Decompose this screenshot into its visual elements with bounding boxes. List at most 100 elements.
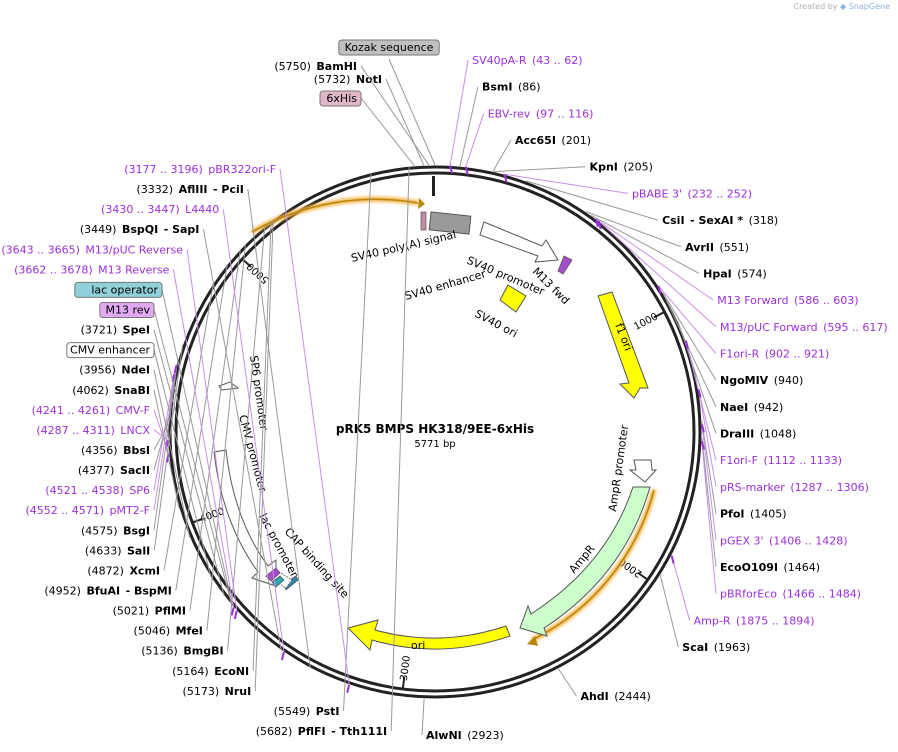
label-text: CMV enhancer <box>70 344 150 357</box>
label-part: (1406 .. 1428) <box>764 534 848 547</box>
map-label-pmt2f: (4552 .. 4571) pMT2-F <box>25 364 178 517</box>
leader-line <box>189 249 241 611</box>
label-part: AvrII <box>685 241 714 254</box>
leader-line <box>153 349 212 578</box>
label-part: (3643 .. 3665) <box>1 243 80 256</box>
label-text: (3956) NdeI <box>79 364 150 377</box>
label-part: SV40pA-R <box>472 54 527 67</box>
label-text: (3721) SpeI <box>81 324 150 337</box>
label-text: (3449) BspQI - SapI <box>80 223 200 236</box>
primer-mark <box>503 173 508 183</box>
tick-mark <box>192 517 204 524</box>
label-text: (4575) BsgI <box>81 524 150 537</box>
label-part: (5173) <box>183 685 220 698</box>
label-part: lac operator <box>91 283 158 296</box>
orf-arc-right-arrowhead <box>527 636 538 646</box>
label-part: (2444) <box>609 690 651 703</box>
leader-line <box>172 269 235 608</box>
label-box <box>338 39 440 56</box>
label-part: (574) <box>732 267 767 280</box>
cap-site-feature <box>283 575 299 591</box>
label-part: (1405) <box>745 508 787 521</box>
leader-line <box>153 329 225 597</box>
label-text: M13/pUC Forward (595 .. 617) <box>720 321 888 334</box>
primer-mark <box>594 218 599 228</box>
label-text: F1ori-R (902 .. 921) <box>720 348 829 361</box>
leader-line <box>222 209 285 653</box>
label-part: (5136) <box>141 645 178 658</box>
leader-line <box>202 229 282 651</box>
backbone-inner <box>174 171 696 693</box>
orf-arc-right-core <box>531 489 655 641</box>
label-part: (4575) <box>81 524 118 537</box>
label-part: 6xHis <box>326 92 357 105</box>
primer-mark <box>700 441 705 450</box>
primer-mark <box>449 165 454 174</box>
leader-line <box>247 189 311 669</box>
label-part: (1875 .. 1894) <box>730 614 814 627</box>
label-part: F1ori-R <box>720 348 760 361</box>
leader-line <box>153 309 233 606</box>
label-box <box>66 342 155 359</box>
map-label-naei: NaeI (942) <box>662 293 783 414</box>
label-part: (205) <box>618 161 653 174</box>
label-text: Acc65I (201) <box>515 134 591 147</box>
map-label-scai: ScaI (1963) <box>659 575 750 654</box>
map-label-avrii: AvrII (551) <box>585 211 749 254</box>
label-part: PfoI <box>720 508 745 521</box>
label-part: M13 rev <box>105 304 150 317</box>
map-label-m13rev_box: M13 rev <box>99 302 233 606</box>
label-text: (3662 .. 3678) M13 Reverse <box>14 263 169 276</box>
amp-promoter-feature <box>628 459 658 483</box>
leader-line <box>385 78 425 166</box>
tick-label: 3000 <box>399 655 413 682</box>
label-box <box>99 302 155 318</box>
label-part: (551) <box>714 241 749 254</box>
label-text: 6xHis <box>326 92 357 105</box>
map-label-sv40pa_r: SV40pA-R (43 .. 62) <box>449 54 583 174</box>
label-text: BsmI (86) <box>482 81 541 94</box>
primer-mark <box>230 607 235 616</box>
label-part: BspQI <box>116 223 158 236</box>
leader-line <box>504 173 629 194</box>
snapgene-logo-icon: ◆ <box>840 2 847 11</box>
label-text: AvrII (551) <box>685 241 749 254</box>
leader-line <box>153 344 184 551</box>
label-text: EBV-rev (97 .. 116) <box>488 107 594 120</box>
leader-line <box>701 438 717 568</box>
map-label-pflfi: (5682) PflFI - Tth111I <box>256 166 410 738</box>
label-text: (3430 .. 3447) L4440 <box>101 203 219 216</box>
label-part: pRS-marker <box>720 481 785 494</box>
primer-mark <box>684 340 689 349</box>
leader-line <box>585 211 682 248</box>
label-part: (942) <box>748 401 783 414</box>
label-text: (5164) EcoNI <box>172 665 249 678</box>
label-text: (4356) BbsI <box>81 444 150 457</box>
label-text: (4521 .. 4538) SP6 <box>45 484 150 497</box>
label-part: LNCX <box>115 424 151 437</box>
map-label-sp6: (4521 .. 4538) SP6 <box>45 373 176 497</box>
leader-line <box>658 285 717 354</box>
label-part: F1ori-F <box>720 454 758 467</box>
map-label-pfoi: PfoI (1405) <box>701 420 787 521</box>
label-text: M13 Forward (586 .. 603) <box>717 294 858 307</box>
primer-mark <box>700 424 705 433</box>
leader-line <box>161 289 234 607</box>
ampr-feature <box>519 486 651 637</box>
leader-line <box>698 389 717 487</box>
label-text: (5046) MfeI <box>134 625 203 638</box>
label-part: EcoNI <box>209 665 249 678</box>
label-part: (3956) <box>79 364 116 377</box>
label-part: (201) <box>556 134 591 147</box>
label-part: (232 .. 252) <box>682 187 752 200</box>
label-part: (3177 .. 3196) <box>124 163 203 176</box>
label-part: AlwNI <box>426 729 462 742</box>
label-text: (4287 .. 4311) LNCX <box>36 424 150 437</box>
map-label-acc65i: Acc65I (201) <box>492 134 591 172</box>
label-text: KpnI (205) <box>590 161 653 174</box>
label-text: HpaI (574) <box>703 267 767 280</box>
label-part: BsmI <box>482 81 512 94</box>
leader-line <box>465 113 485 167</box>
plasmid-name: pRK5 BMPS HK318/9EE-6xHis <box>336 422 534 436</box>
